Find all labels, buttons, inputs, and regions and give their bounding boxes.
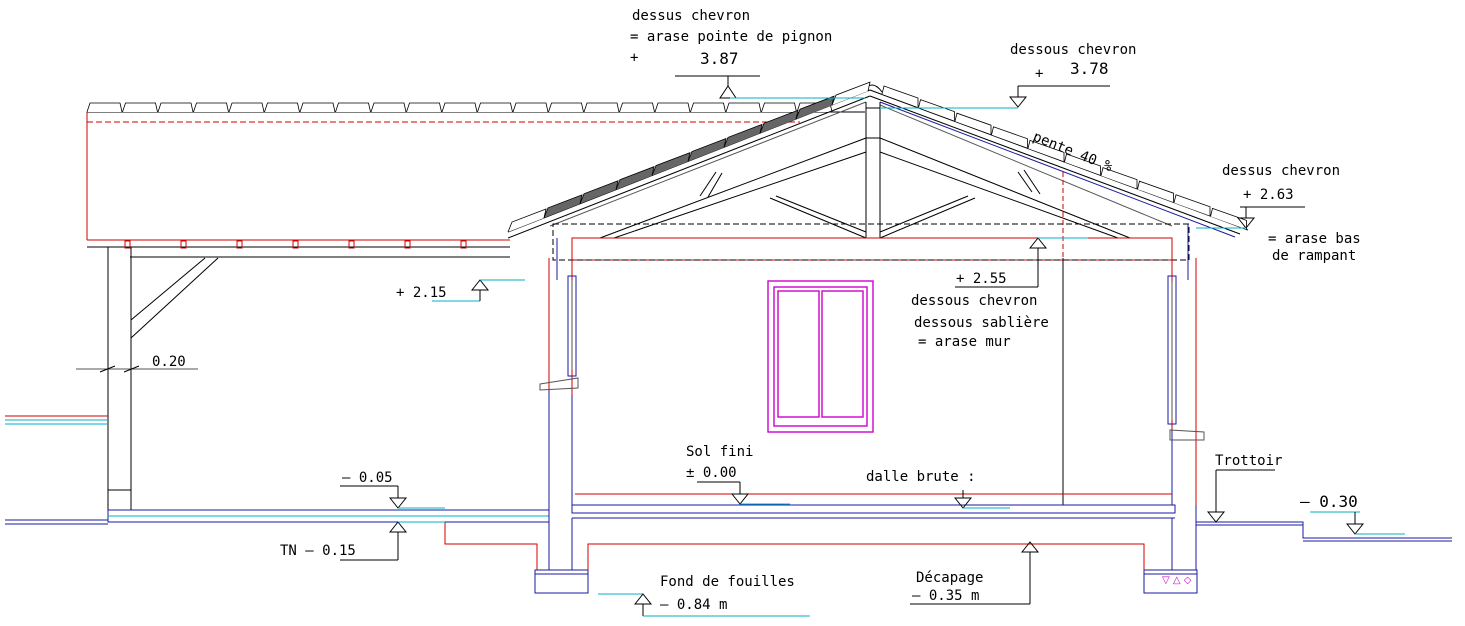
roof-tile (299, 102, 336, 113)
roof-tile (193, 102, 229, 113)
floor-finish-value: ± 0.00 (686, 465, 737, 481)
roof-tile (690, 102, 726, 113)
post-dimension-label: 0.20 (152, 354, 186, 370)
roof-tile (370, 102, 407, 113)
eave-top-note: = arase bas (1268, 231, 1361, 247)
house-walls (539, 224, 1205, 510)
roof-tile (579, 180, 619, 204)
roof-tile (1027, 139, 1065, 162)
roof-tile (512, 102, 549, 113)
roof-tile (507, 208, 547, 233)
roof-tile (228, 102, 265, 113)
footing-value: – 0.84 m (660, 597, 727, 613)
wall-plate (552, 223, 1190, 261)
roof-tile (86, 102, 123, 113)
gable-tiles (507, 81, 1247, 233)
roof-tile (723, 123, 763, 148)
stripping-label: Décapage (916, 570, 983, 586)
slab-label: dalle brute : (866, 469, 976, 485)
roof-tile (122, 102, 158, 113)
roof-tile (477, 102, 513, 113)
eave-tooth (404, 240, 411, 249)
roof-tile (651, 151, 691, 176)
roof-tile (831, 81, 871, 106)
left-pipes (5, 415, 108, 425)
wall-top-label-3: = arase mur (918, 334, 1011, 350)
annotations: dessus chevron = arase pointe de pignon … (152, 8, 1361, 613)
eave-tooth (460, 240, 467, 249)
roof-tile (795, 95, 835, 120)
natural-ground-label: TN – 0.15 (280, 543, 356, 559)
roof-tile (761, 102, 797, 113)
wall-top-label-2: dessous sablière (914, 315, 1049, 331)
roof-tile (619, 102, 655, 113)
svg-text:▽ △ ◇: ▽ △ ◇ (1162, 575, 1192, 586)
roof-tile (954, 112, 992, 135)
roof-tile (654, 102, 691, 113)
wall-top-label-1: dessous chevron (911, 293, 1037, 309)
roof-tile (1173, 194, 1211, 216)
dimension-leaders (340, 75, 1405, 617)
roof-tile (1137, 180, 1174, 203)
roof-tile (918, 99, 955, 121)
roof-tile (406, 102, 442, 113)
canopy-post (76, 247, 219, 511)
canopy-level-label: + 2.15 (396, 285, 447, 301)
ridge-top-sign: + (630, 50, 638, 66)
roof-tile (615, 166, 655, 190)
eave-tooth (124, 240, 131, 249)
roof-tile (881, 85, 919, 107)
canopy-tiles (86, 102, 833, 113)
canopy-eave-teeth (124, 240, 467, 249)
wall-top-value: + 2.55 (956, 271, 1007, 287)
eave-tooth (180, 240, 187, 249)
roof-tile (725, 102, 762, 113)
eave-top-note-2: de rampant (1272, 248, 1356, 264)
footing-label: Fond de fouilles (660, 574, 795, 590)
canopy-floor-label: – 0.05 (342, 470, 393, 486)
eave-tooth (348, 240, 355, 249)
ridge-under-sign: + (1035, 66, 1043, 82)
eave-tooth (292, 240, 299, 249)
roof-tile (1064, 153, 1101, 175)
roof-tile (264, 102, 300, 113)
roof-tile (1100, 167, 1138, 189)
roof-tile (543, 194, 583, 219)
roof-tile (548, 102, 584, 113)
roof-tile (759, 109, 799, 134)
roof-tile (441, 102, 478, 113)
roof-tile (687, 137, 727, 162)
ridge-top-value: 3.87 (700, 49, 739, 68)
ridge-under-label: dessous chevron (1010, 42, 1136, 58)
sidewalk-label: Trottoir (1215, 453, 1282, 469)
eave-top-value: + 2.63 (1243, 187, 1294, 203)
floor-finish-label: Sol fini (686, 444, 753, 460)
ridge-top-label: dessus chevron (632, 8, 750, 24)
stripping-value: – 0.35 m (912, 588, 979, 604)
eave-tooth (236, 240, 243, 249)
ridge-top-note: = arase pointe de pignon (630, 29, 832, 45)
roof-tile (335, 102, 371, 113)
ground-foundation: ▽ △ ◇ (5, 504, 1452, 594)
roof-tile (1210, 207, 1247, 230)
roof-tile (157, 102, 194, 113)
eave-top-label: dessus chevron (1222, 163, 1340, 179)
right-ground-label: – 0.30 (1300, 492, 1358, 511)
window (767, 280, 874, 433)
roof-tile (991, 126, 1028, 148)
roof-tile (583, 102, 620, 113)
ridge-under-value: 3.78 (1070, 59, 1109, 78)
gable-roof (507, 84, 1249, 257)
